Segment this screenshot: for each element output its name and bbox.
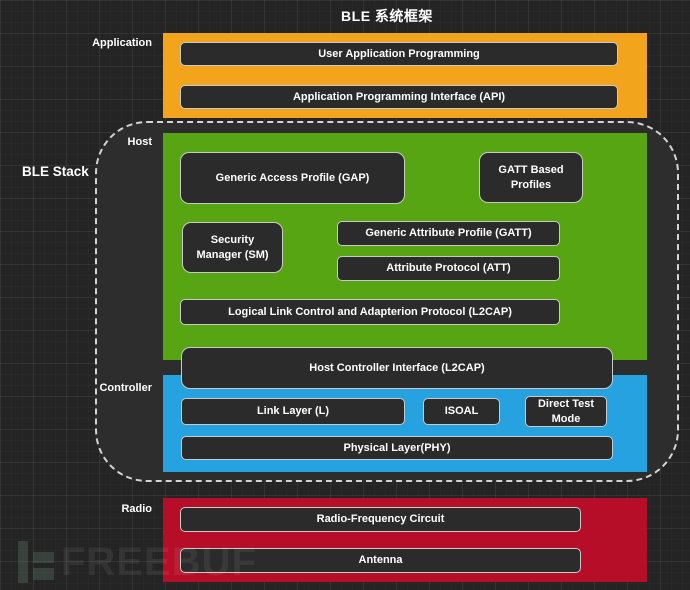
application-section: User Application Programming Application… xyxy=(163,33,647,118)
box-isoal: ISOAL xyxy=(423,398,500,425)
ble-stack-label: BLE Stack xyxy=(22,164,89,179)
box-host-controller-interface: Host Controller Interface (L2CAP) xyxy=(181,347,613,389)
box-link-layer: Link Layer (L) xyxy=(181,398,405,425)
box-antenna: Antenna xyxy=(180,548,581,573)
page-title: BLE 系统框架 xyxy=(341,8,433,24)
box-attribute-protocol: Attribute Protocol (ATT) xyxy=(337,256,560,281)
box-radio-frequency-circuit: Radio-Frequency Circuit xyxy=(180,507,581,532)
box-direct-test-mode: Direct Test Mode xyxy=(525,396,607,427)
box-application-programming-interface: Application Programming Interface (API) xyxy=(180,85,618,109)
box-security-manager: Security Manager (SM) xyxy=(182,222,283,273)
box-l2cap: Logical Link Control and Adapterion Prot… xyxy=(180,299,560,325)
application-section-label: Application xyxy=(92,37,152,49)
host-section: Generic Access Profile (GAP) GATT Based … xyxy=(163,133,647,360)
radio-section-label: Radio xyxy=(121,503,152,515)
box-generic-access-profile: Generic Access Profile (GAP) xyxy=(180,152,405,204)
box-generic-attribute-profile: Generic Attribute Profile (GATT) xyxy=(337,221,560,246)
controller-section: Link Layer (L) ISOAL Direct Test Mode Ph… xyxy=(163,375,647,472)
freebuf-logo-icon xyxy=(18,540,58,584)
box-gatt-based-profiles: GATT Based Profiles xyxy=(479,152,583,203)
host-section-label: Host xyxy=(127,136,152,148)
box-physical-layer: Physical Layer(PHY) xyxy=(181,436,613,460)
radio-section: Radio-Frequency Circuit Antenna xyxy=(163,498,647,582)
controller-section-label: Controller xyxy=(99,382,152,394)
box-user-application-programming: User Application Programming xyxy=(180,42,618,66)
